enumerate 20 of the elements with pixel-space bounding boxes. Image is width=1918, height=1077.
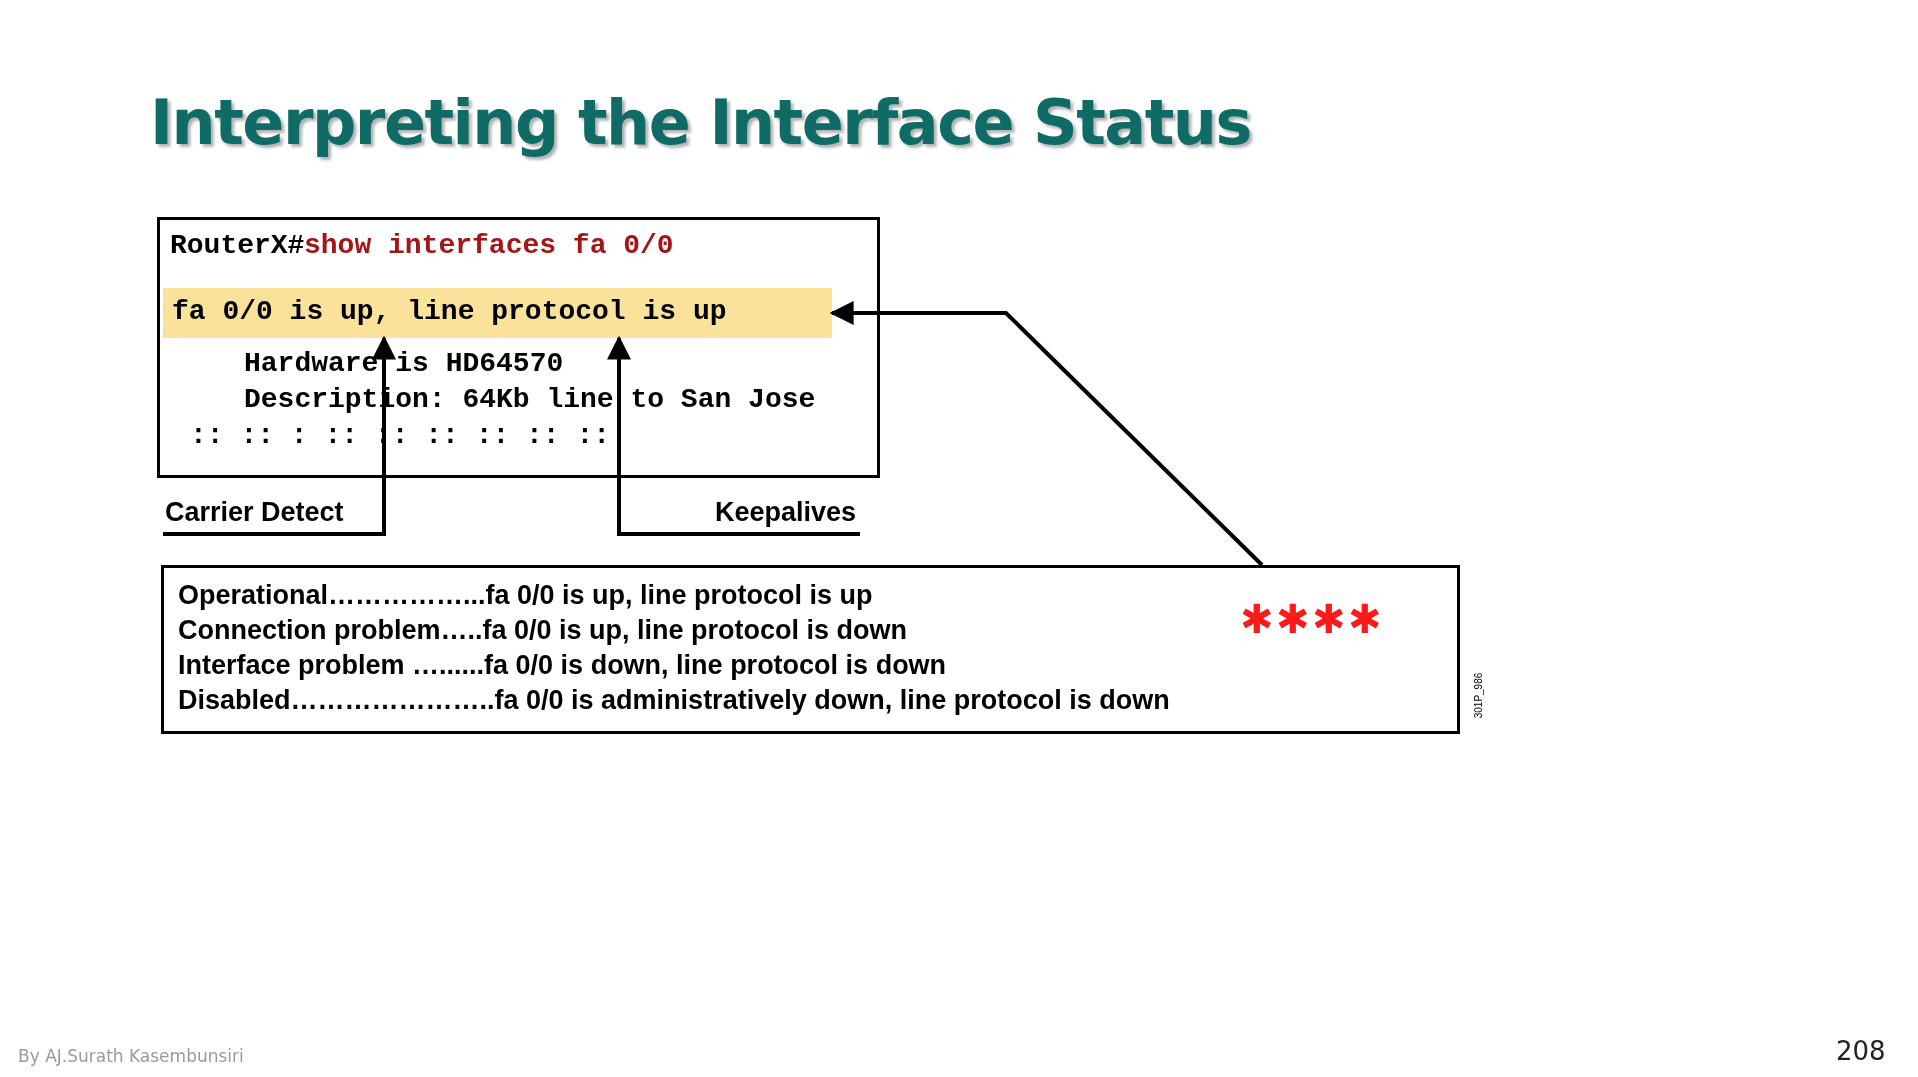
asterisk-marks: ✱✱✱✱ [1240, 596, 1384, 642]
status-output: fa 0/0 is up, line protocol is up [172, 296, 727, 327]
arrow [829, 301, 1264, 567]
status-line: Operational……………...fa 0/0 is up, line protocol is up [178, 580, 873, 611]
slide-title: Interpreting the Interface Status [150, 86, 1251, 159]
figure-code: 301P_986 [1473, 672, 1485, 719]
author-credit: By AJ.Surath Kasembunsiri [18, 1046, 244, 1066]
leader-line [607, 335, 860, 536]
command: show interfaces fa 0/0 [304, 230, 674, 261]
status-line: Connection problem…..fa 0/0 is up, line protocol is down [178, 615, 908, 646]
callout-text: Carrier Detect [165, 497, 344, 528]
terminal-box [157, 217, 880, 478]
page-number: 208 [1836, 1036, 1886, 1066]
status-line: Interface problem …......fa 0/0 is down, line protocol is down [178, 650, 947, 681]
command-prompt: RouterX# [170, 230, 305, 261]
status-line: Disabled…………………..fa 0/0 is administratively down, line protocol is down [178, 685, 1170, 716]
leader-line [163, 335, 396, 536]
callout-text: Keepalives [714, 497, 856, 528]
status-legend-box [161, 565, 1460, 734]
output-line: Hardware is HD64570 [244, 348, 564, 379]
